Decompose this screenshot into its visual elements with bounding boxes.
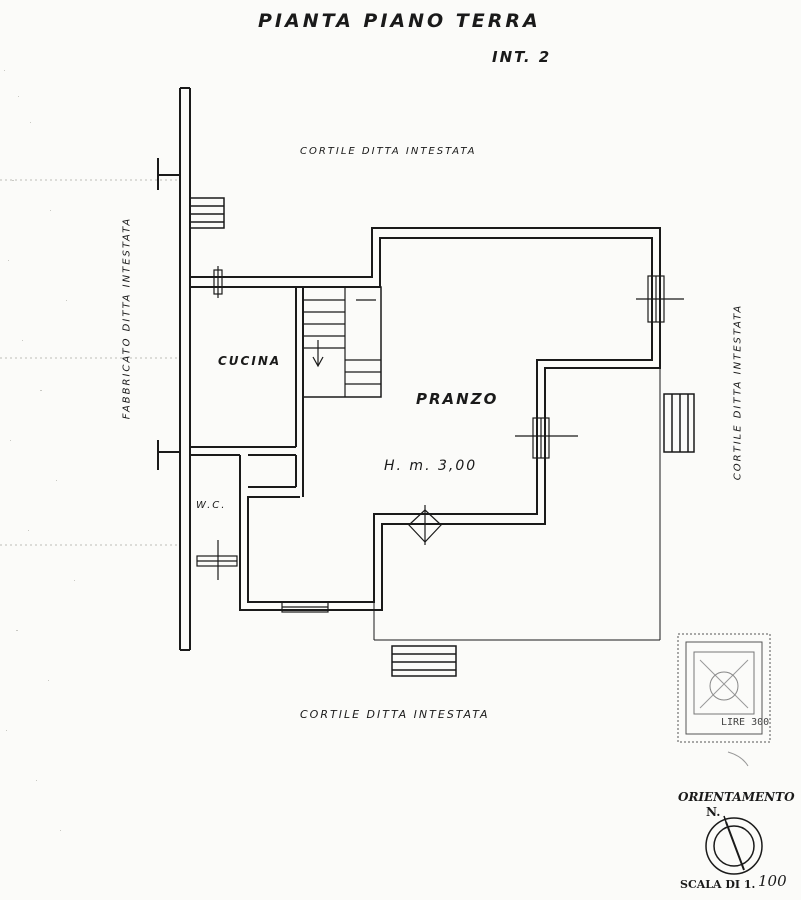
windows [196, 266, 684, 613]
courtyard-bottom-label: CORTILE DITTA INTESTATA [300, 708, 490, 721]
room-label-kitchen: CUCINA [218, 354, 282, 368]
room-label-wc: W.C. [196, 500, 227, 511]
scan-noise [4, 70, 75, 831]
steps-bottom [391, 645, 457, 677]
revenue-stamp [677, 633, 771, 767]
portico-outline [373, 368, 661, 641]
room-label-dining: PRANZO [416, 390, 499, 408]
drawing-title: PIANTA PIANO TERRA [258, 10, 541, 32]
courtyard-top-label: CORTILE DITTA INTESTATA [300, 146, 477, 157]
orientation-label: ORIENTAMENTO [678, 790, 795, 804]
scale-label: SCALA DI 1. [680, 878, 756, 891]
adjacent-building-label: FABBRICATO DITTA INTESTATA [121, 216, 133, 420]
north-label: N. [706, 805, 721, 819]
ceiling-height-label: H. m. 3,00 [384, 458, 478, 474]
scale-value: 100 [758, 872, 787, 890]
unit-label: INT. 2 [492, 48, 552, 66]
exterior-walls [190, 227, 661, 611]
compass-icon [705, 815, 763, 875]
left-boundary-wall [157, 87, 191, 651]
steps-right [663, 393, 695, 453]
steps-top-left [189, 197, 225, 229]
interior-walls [190, 287, 304, 497]
staircase [302, 286, 382, 398]
courtyard-right-label: CORTILE DITTA INTESTATA [732, 303, 744, 481]
stamp-value: LIRE 300 [721, 717, 770, 728]
